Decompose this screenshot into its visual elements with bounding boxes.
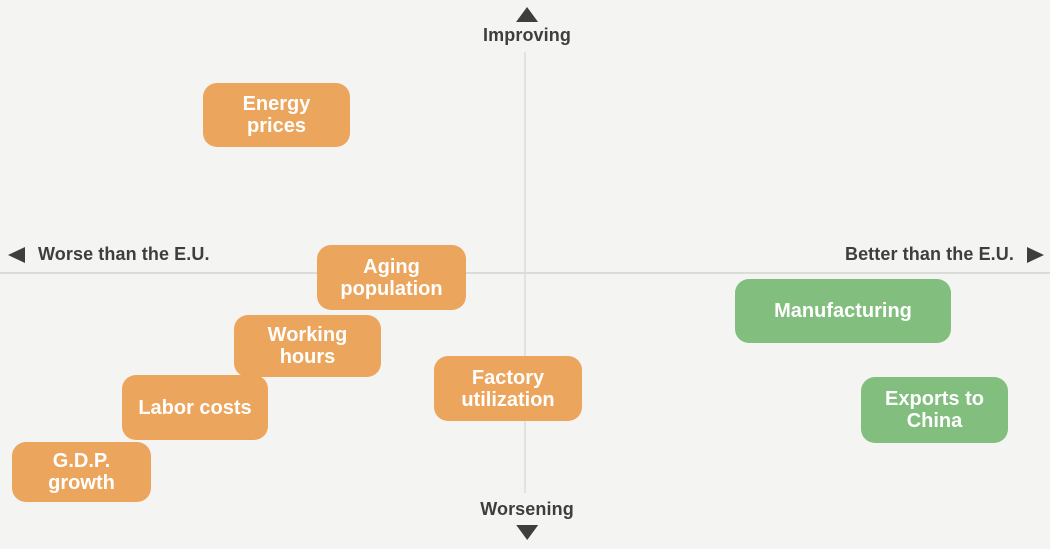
axis-top-text: Improving <box>483 25 571 45</box>
node-working-hours: Working hours <box>234 315 381 377</box>
node-labor-costs: Labor costs <box>122 375 268 440</box>
node-factory-utilization: Factory utilization <box>434 356 582 421</box>
axis-right-text: Better than the E.U. <box>844 244 1014 264</box>
arrow-up-icon <box>516 7 538 22</box>
node-energy-prices: Energy prices <box>203 83 350 147</box>
node-label: Labor costs <box>138 396 252 419</box>
node-label: Energy prices <box>242 93 311 137</box>
arrow-left-icon <box>8 246 25 263</box>
node-label: Working hours <box>267 324 348 368</box>
axis-left-text: Worse than the E.U. <box>38 244 210 264</box>
horizontal-axis-line <box>0 272 1050 274</box>
node-label: Exports to China <box>885 388 984 432</box>
axis-label-left: Worse than the E.U. <box>8 244 210 265</box>
axis-label-top: Improving <box>483 7 571 46</box>
axis-label-bottom: Worsening <box>480 499 574 540</box>
node-label: Manufacturing <box>774 300 912 322</box>
node-exports-to-china: Exports to China <box>861 377 1008 443</box>
arrow-down-icon <box>515 525 538 540</box>
node-aging-population: Aging population <box>317 245 466 310</box>
node-label: Aging population <box>340 255 443 300</box>
axis-bottom-text: Worsening <box>480 499 574 519</box>
node-gdp-growth: G.D.P. growth <box>12 442 151 502</box>
axis-label-right: Better than the E.U. <box>845 244 1044 265</box>
node-manufacturing: Manufacturing <box>735 279 951 343</box>
node-label: G.D.P. growth <box>48 450 115 494</box>
arrow-right-icon <box>1027 246 1044 263</box>
node-label: Factory utilization <box>461 366 555 411</box>
